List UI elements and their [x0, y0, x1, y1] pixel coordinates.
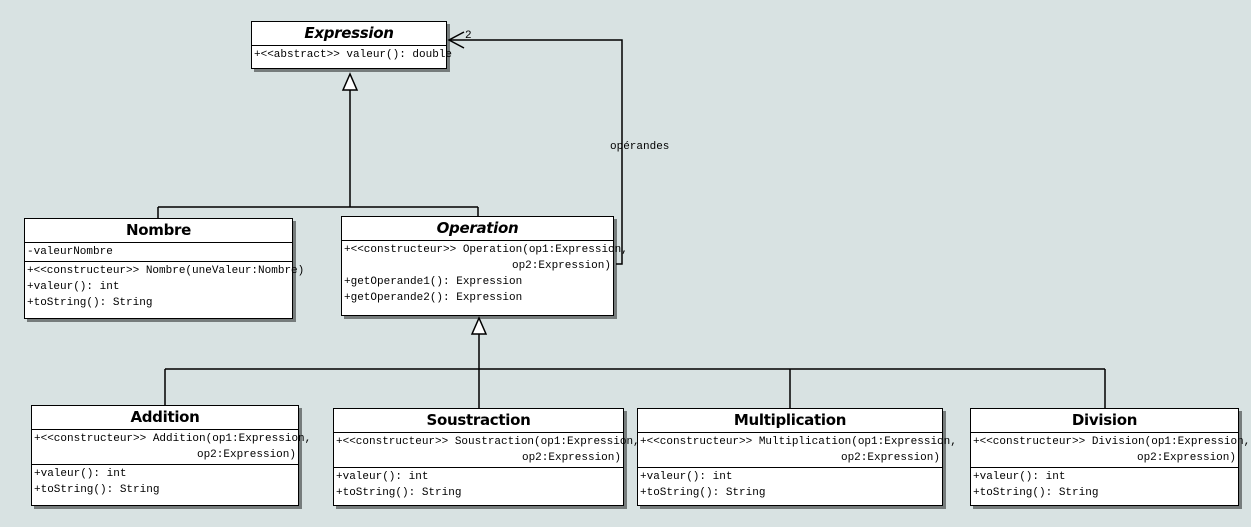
- method-continuation: op2:Expression): [1136, 452, 1236, 464]
- method: +<<constructeur>> Division(op1:Expressio…: [973, 436, 1251, 448]
- method: +toString(): String: [27, 297, 153, 309]
- method: +valeur(): int: [336, 471, 429, 483]
- methods-section: +<<abstract>> valeur(): double: [252, 46, 453, 64]
- class-operation[interactable]: Operation +<<constructeur>> Operation(op…: [341, 216, 628, 316]
- class-multiplication[interactable]: Multiplication +<<constructeur>> Multipl…: [637, 408, 957, 506]
- method: +toString(): String: [34, 484, 160, 496]
- method-continuation: op2:Expression): [840, 452, 940, 464]
- class-name: Nombre: [25, 219, 292, 243]
- class-soustraction[interactable]: Soustraction +<<constructeur>> Soustract…: [333, 408, 640, 506]
- method: +valeur(): int: [973, 471, 1066, 483]
- method: +<<constructeur>> Nombre(uneValeur:Nombr…: [27, 265, 305, 277]
- class-name: Division: [971, 409, 1238, 433]
- class-name: Soustraction: [334, 409, 623, 433]
- method: +<<constructeur>> Soustraction(op1:Expre…: [336, 436, 640, 448]
- generalization-line-lower: [164, 334, 1106, 408]
- generalization-line-upper: [157, 90, 479, 218]
- class-addition[interactable]: Addition +<<constructeur>> Addition(op1:…: [31, 405, 312, 506]
- association-arrowhead: [447, 31, 465, 49]
- constructor-section: +<<constructeur>> Division(op1:Expressio…: [971, 433, 1251, 468]
- methods-section: +valeur(): int +toString(): String: [638, 468, 942, 502]
- method: +<<constructeur>> Operation(op1:Expressi…: [344, 244, 628, 256]
- class-name: Multiplication: [638, 409, 942, 433]
- method: +getOperande1(): Expression: [344, 276, 523, 288]
- method: +toString(): String: [640, 487, 766, 499]
- association-line: [449, 39, 623, 265]
- class-division[interactable]: Division +<<constructeur>> Division(op1:…: [970, 408, 1251, 506]
- class-name: Addition: [32, 406, 298, 430]
- class-name: Operation: [342, 217, 613, 241]
- attribute: -valeurNombre: [27, 246, 113, 258]
- method: +<<constructeur>> Addition(op1:Expressio…: [34, 433, 312, 445]
- method: +toString(): String: [973, 487, 1099, 499]
- class-nombre[interactable]: Nombre -valeurNombre +<<constructeur>> N…: [24, 218, 305, 319]
- method: +toString(): String: [336, 487, 462, 499]
- association-role-label: opérandes: [610, 141, 670, 153]
- class-name: Expression: [252, 22, 446, 46]
- method: +valeur(): int: [34, 468, 127, 480]
- methods-section: +<<constructeur>> Nombre(uneValeur:Nombr…: [25, 262, 305, 312]
- method-continuation: op2:Expression): [521, 452, 621, 464]
- inheritance-triangle-operation: [470, 316, 488, 335]
- constructor-section: +<<constructeur>> Soustraction(op1:Expre…: [334, 433, 640, 468]
- method: +valeur(): int: [27, 281, 120, 293]
- method: +<<constructeur>> Multiplication(op1:Exp…: [640, 436, 957, 448]
- methods-section: +valeur(): int +toString(): String: [334, 468, 623, 502]
- class-expression[interactable]: Expression +<<abstract>> valeur(): doubl…: [251, 21, 453, 69]
- methods-section: +<<constructeur>> Operation(op1:Expressi…: [342, 241, 628, 307]
- method: +valeur(): int: [640, 471, 733, 483]
- method: +getOperande2(): Expression: [344, 292, 523, 304]
- constructor-section: +<<constructeur>> Multiplication(op1:Exp…: [638, 433, 957, 468]
- association-multiplicity: 2: [465, 30, 472, 42]
- method-continuation: op2:Expression): [511, 260, 611, 272]
- constructor-section: +<<constructeur>> Addition(op1:Expressio…: [32, 430, 312, 465]
- inheritance-triangle-expression: [341, 72, 359, 91]
- methods-section: +valeur(): int +toString(): String: [971, 468, 1238, 502]
- method-continuation: op2:Expression): [196, 449, 296, 461]
- method: +<<abstract>> valeur(): double: [254, 49, 453, 61]
- methods-section: +valeur(): int +toString(): String: [32, 465, 298, 499]
- attributes-section: -valeurNombre: [25, 243, 292, 262]
